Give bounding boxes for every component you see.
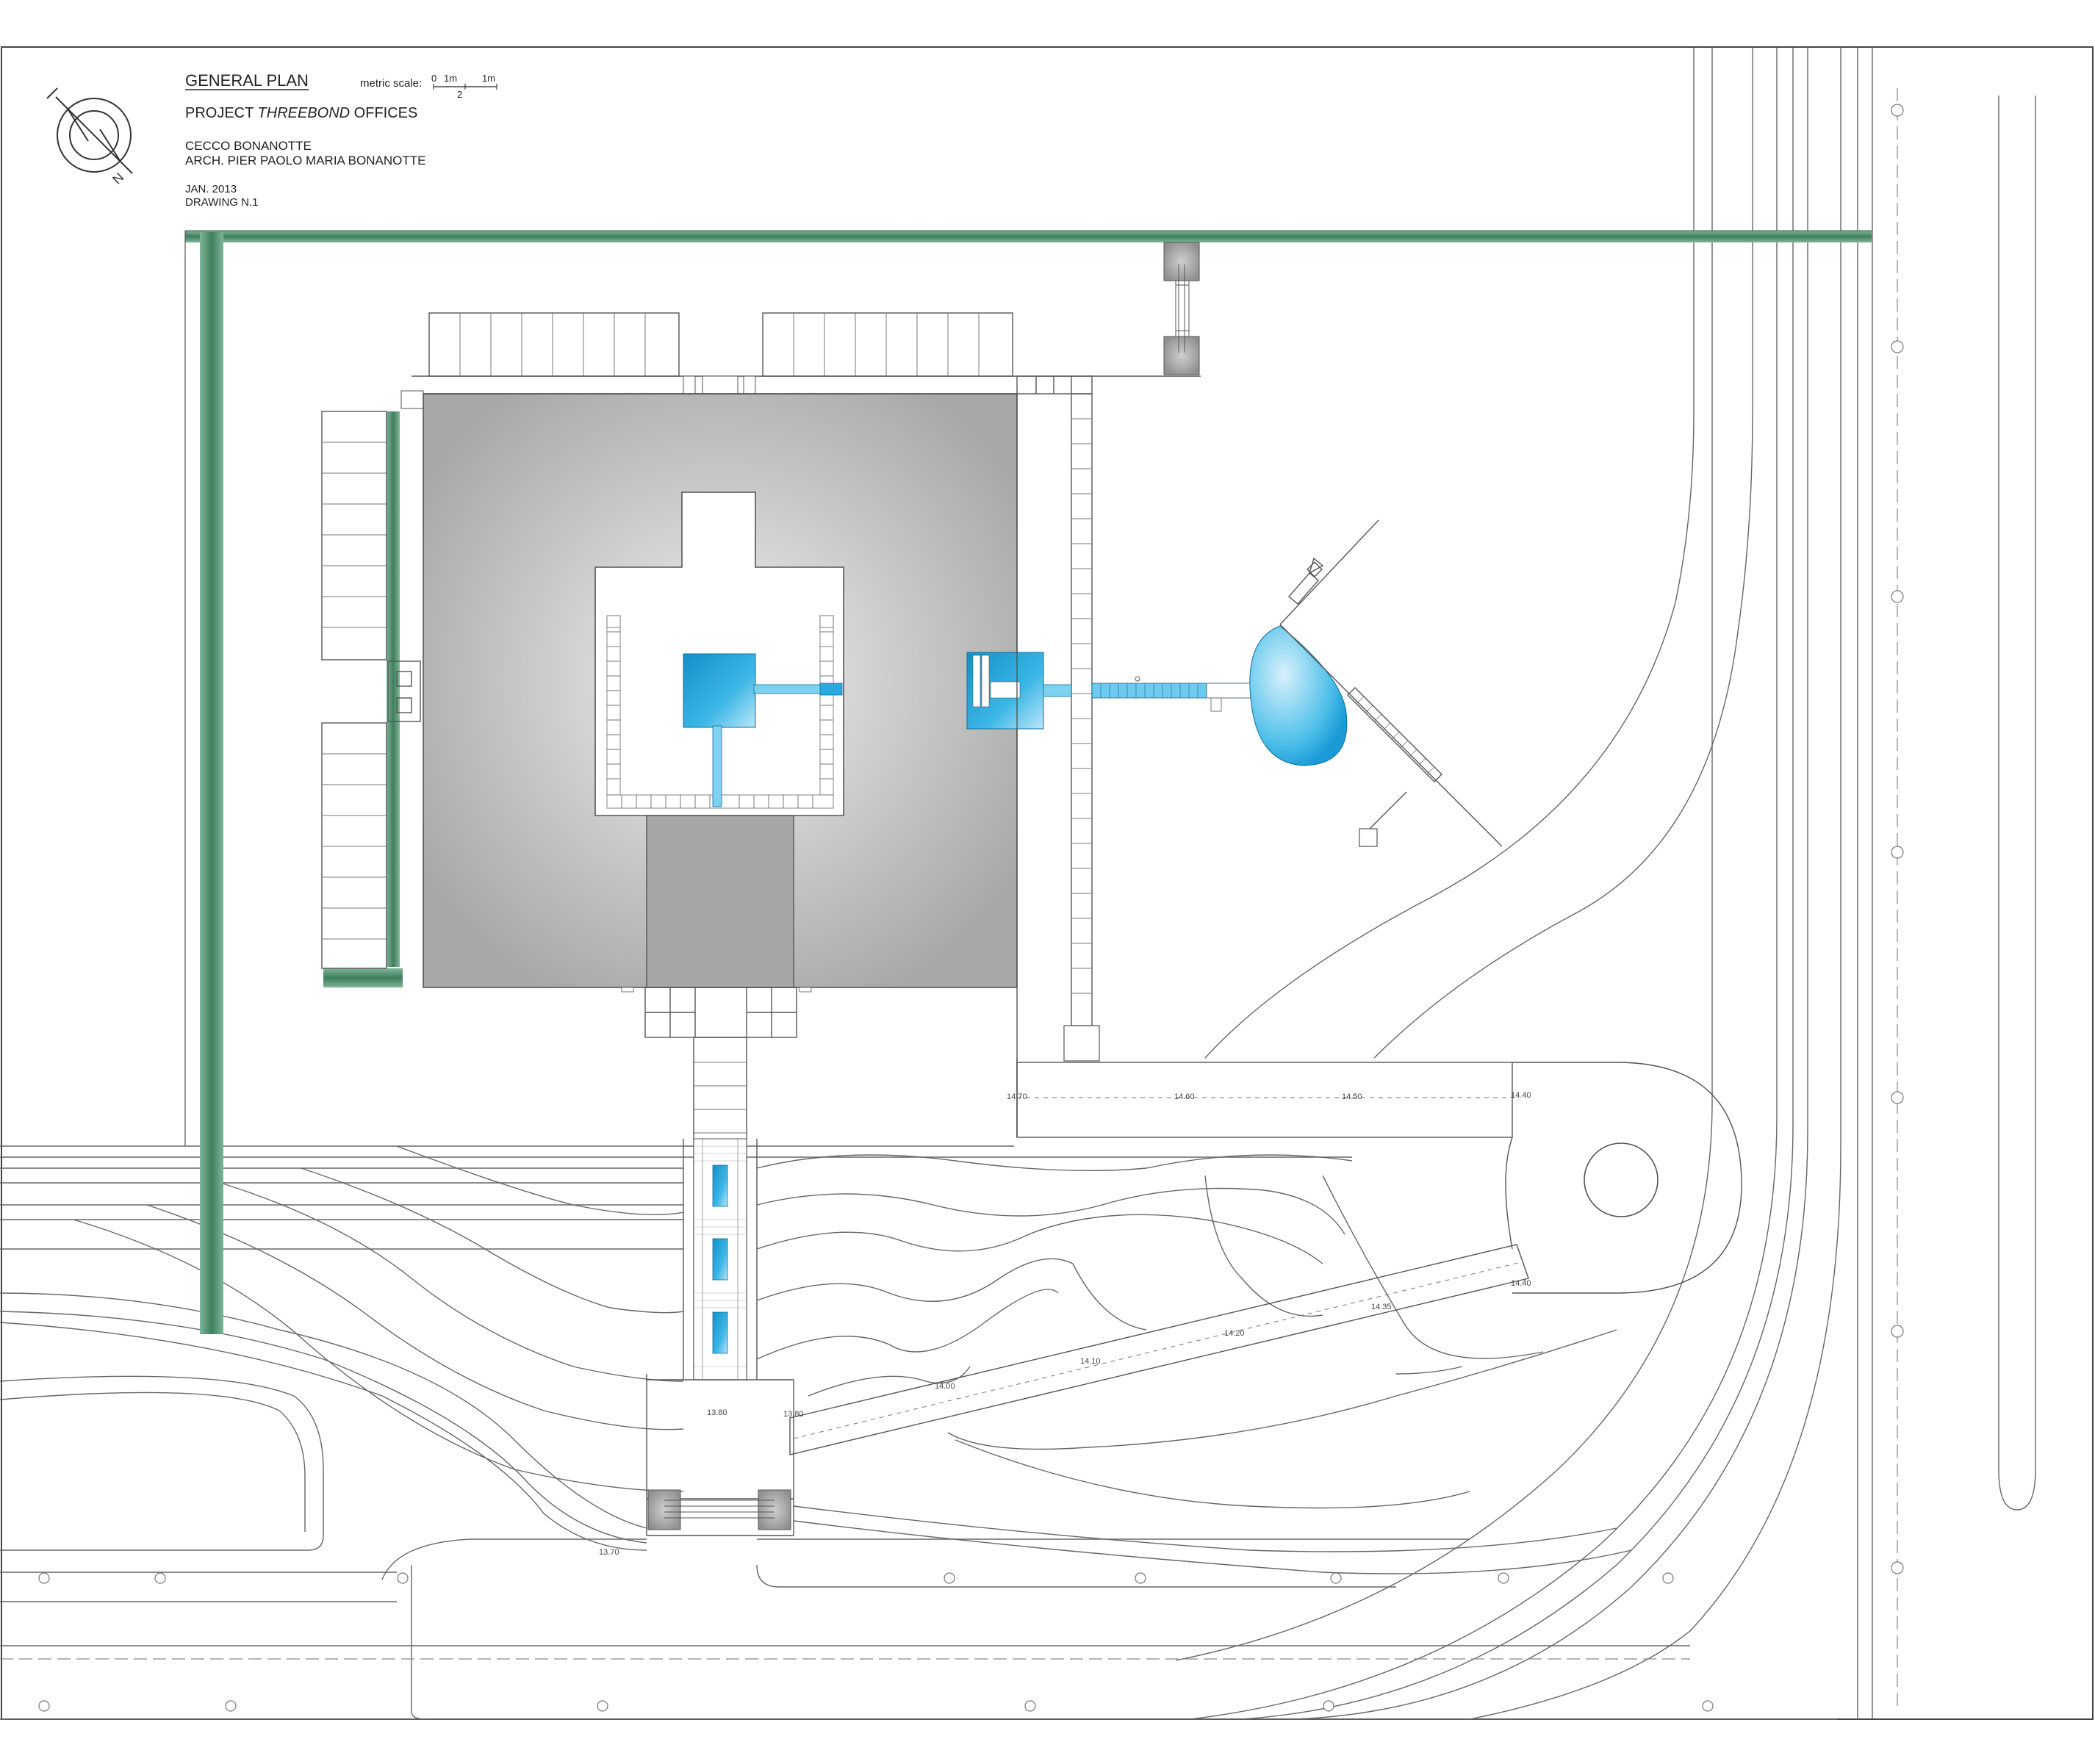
svg-text:0: 0 — [431, 73, 436, 84]
sheet-border — [1, 46, 2094, 1720]
terrain-contours — [0, 1145, 1632, 1574]
water-channel — [712, 725, 722, 807]
drawing-date: JAN. 2013 — [185, 183, 237, 195]
plan-title: GENERAL PLAN — [185, 71, 309, 90]
elevation-label: 14.10 — [1080, 1357, 1101, 1366]
elevation-label: 14.40 — [1511, 1279, 1531, 1288]
drawing-number: DRAWING N.1 — [185, 196, 258, 209]
roundabout-circle — [1584, 1142, 1659, 1217]
elevation-label: 13.70 — [599, 1548, 619, 1557]
elevation-label: 14.50 — [1342, 1092, 1362, 1101]
scale-bar: 0 1m 1m 2 — [431, 73, 497, 100]
water-step — [712, 1238, 728, 1281]
elevation-label: 14.35 — [1371, 1303, 1392, 1311]
svg-text:1m: 1m — [444, 73, 457, 84]
main-building — [400, 375, 1044, 993]
elevation-label: 13.80 — [707, 1408, 727, 1417]
svg-text:N: N — [109, 170, 126, 187]
elevation-label: 14.20 — [1224, 1329, 1245, 1338]
water-step — [712, 1164, 728, 1207]
author-1: CECCO BONANOTTE — [185, 139, 312, 153]
top-gate — [1163, 242, 1200, 375]
south-wing — [646, 815, 794, 988]
water-channel — [753, 684, 822, 694]
svg-text:2: 2 — [457, 89, 462, 100]
east-colonnade — [1016, 375, 1100, 1137]
elevation-label: 14.60 — [1174, 1092, 1195, 1101]
elevation-label: 14.00 — [935, 1382, 955, 1391]
lower-left-road — [0, 1375, 1837, 1720]
site-roads — [0, 48, 2036, 1720]
scale-label: metric scale: — [360, 77, 422, 90]
project-line: PROJECT THREEBOND OFFICES — [185, 105, 417, 121]
courtyard-fountain — [683, 653, 756, 728]
elevation-labels: 14.70 14.60 14.50 14.40 14.40 14.35 14.2… — [599, 1091, 1531, 1557]
south-entrance-path — [644, 987, 797, 1536]
title-block: GENERAL PLAN metric scale: 0 1m 1m 2 PRO… — [185, 71, 497, 209]
oval-pool — [1249, 625, 1348, 766]
project-name: THREEBOND — [258, 105, 351, 121]
svg-text:1m: 1m — [482, 73, 495, 84]
compass-north-icon: N — [46, 87, 133, 187]
elevation-label: 14.40 — [1511, 1091, 1531, 1100]
water-step — [712, 1311, 728, 1354]
entrance-plaza — [789, 1058, 1742, 1455]
author-2: ARCH. PIER PAOLO MARIA BONANOTTE — [185, 154, 425, 168]
perimeter-hedge — [184, 230, 1872, 1334]
water-walkway — [1043, 519, 1503, 847]
parking-stalls-top — [412, 312, 1201, 377]
parking-stalls-left — [321, 411, 421, 969]
